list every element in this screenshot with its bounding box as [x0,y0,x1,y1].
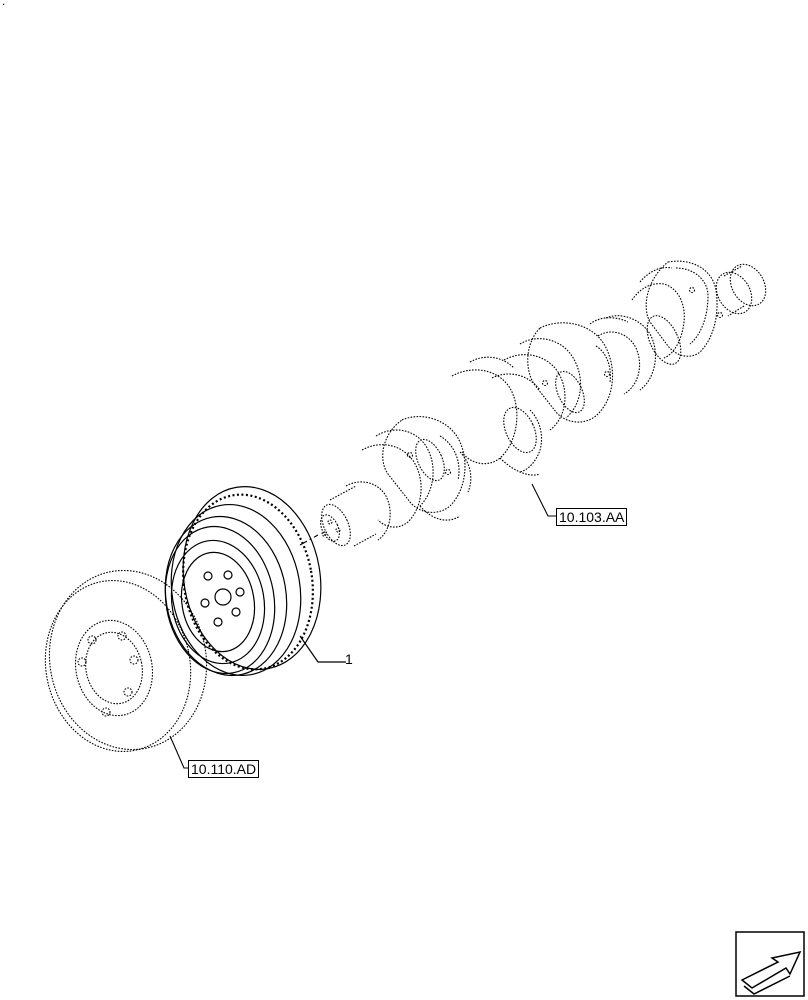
crankshaft-leader [531,483,556,517]
damper-reference-label[interactable]: 10.110.AD [188,760,260,778]
next-page-arrow-icon [735,931,805,997]
crankshaft-phantom [320,260,767,547]
corner-mark: . [2,0,6,8]
pulley-callout-number: 1 [345,651,353,667]
pulley-part-1 [164,486,346,677]
crankshaft-reference-label[interactable]: 10.103.AA [556,508,628,526]
damper-phantom [44,569,208,752]
damper-leader [169,735,188,769]
